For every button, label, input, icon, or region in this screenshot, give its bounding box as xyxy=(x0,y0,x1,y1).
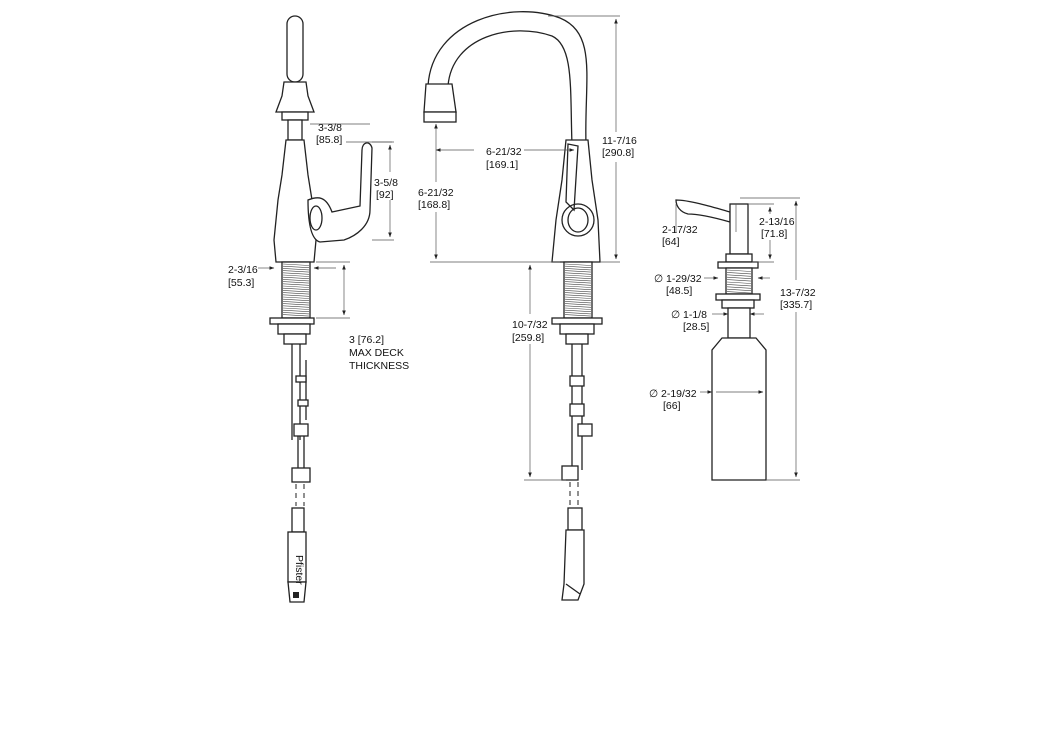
svg-text:[66]: [66] xyxy=(663,400,681,412)
svg-text:1-29/32: 1-29/32 xyxy=(666,273,702,285)
svg-text:[28.5]: [28.5] xyxy=(683,321,709,333)
svg-text:1-1/8: 1-1/8 xyxy=(683,309,707,321)
svg-text:MAX DECK: MAX DECK xyxy=(349,347,404,359)
faucet-side-view: Pfister 3-3/8 [85.8] 3-5/8 [92] 2-3/16 [… xyxy=(228,15,409,603)
svg-text:[259.8]: [259.8] xyxy=(512,332,544,344)
dim-soap-bottle-diameter: ∅ 2-19/32 [66] xyxy=(649,388,764,412)
svg-text:6-21/32: 6-21/32 xyxy=(486,146,522,158)
dim-soap-flange-diameter: ∅ 1-29/32 [48.5] xyxy=(654,273,770,297)
dim-side-handle-height: 3-5/8 [92] xyxy=(372,141,398,241)
svg-text:[55.3]: [55.3] xyxy=(228,277,254,289)
dim-front-spout-clearance: 6-21/32 [168.8] xyxy=(418,123,560,263)
svg-text:[48.5]: [48.5] xyxy=(666,285,692,297)
svg-text:[85.8]: [85.8] xyxy=(316,134,342,146)
svg-text:6-21/32: 6-21/32 xyxy=(418,187,454,199)
dim-soap-pump-width: 2-17/32 [64] xyxy=(662,204,737,248)
dim-side-deck-thickness: 3 [76.2] MAX DECK THICKNESS xyxy=(316,261,409,372)
svg-text:[64]: [64] xyxy=(662,236,680,248)
dim-side-spout-height: 3-3/8 [85.8] xyxy=(310,122,392,146)
svg-text:[168.8]: [168.8] xyxy=(418,199,450,211)
svg-text:13-7/32: 13-7/32 xyxy=(780,287,816,299)
svg-text:[169.1]: [169.1] xyxy=(486,159,518,171)
svg-text:[92]: [92] xyxy=(376,189,394,201)
dim-soap-overall-height: 13-7/32 [335.7] xyxy=(740,197,816,481)
dim-front-spout-reach: 6-21/32 [169.1] xyxy=(435,146,575,171)
dim-soap-pump-height: 2-13/16 [71.8] xyxy=(748,203,795,263)
dim-front-below-deck: 10-7/32 [259.8] xyxy=(512,264,566,481)
svg-text:10-7/32: 10-7/32 xyxy=(512,319,548,331)
dim-soap-shank-diameter: ∅ 1-1/8 [28.5] xyxy=(671,309,764,333)
svg-text:2-19/32: 2-19/32 xyxy=(661,388,697,400)
svg-text:2-17/32: 2-17/32 xyxy=(662,224,698,236)
dim-side-base-diameter: 2-3/16 [55.3] xyxy=(228,264,336,289)
svg-text:[290.8]: [290.8] xyxy=(602,147,634,159)
diameter-symbol: ∅ xyxy=(649,388,658,400)
dim-front-overall-height: 11-7/16 [290.8] xyxy=(548,15,637,263)
diameter-symbol: ∅ xyxy=(654,273,663,285)
svg-text:THICKNESS: THICKNESS xyxy=(349,360,409,372)
svg-text:11-7/16: 11-7/16 xyxy=(602,135,637,147)
faucet-front-view: 6-21/32 [169.1] 6-21/32 [168.8] 11-7/16 … xyxy=(418,11,637,601)
svg-text:[71.8]: [71.8] xyxy=(761,228,787,240)
brand-mark: Pfister xyxy=(293,555,305,585)
soap-dispenser-view: 2-17/32 [64] 2-13/16 [71.8] ∅ 1-29/32 [4… xyxy=(649,197,816,481)
svg-text:3-5/8: 3-5/8 xyxy=(374,177,398,189)
svg-text:3 [76.2]: 3 [76.2] xyxy=(349,334,384,346)
svg-text:2-13/16: 2-13/16 xyxy=(759,216,795,228)
diameter-symbol: ∅ xyxy=(671,309,680,321)
svg-text:[335.7]: [335.7] xyxy=(780,299,812,311)
svg-text:3-3/8: 3-3/8 xyxy=(318,122,342,134)
svg-text:2-3/16: 2-3/16 xyxy=(228,264,258,276)
